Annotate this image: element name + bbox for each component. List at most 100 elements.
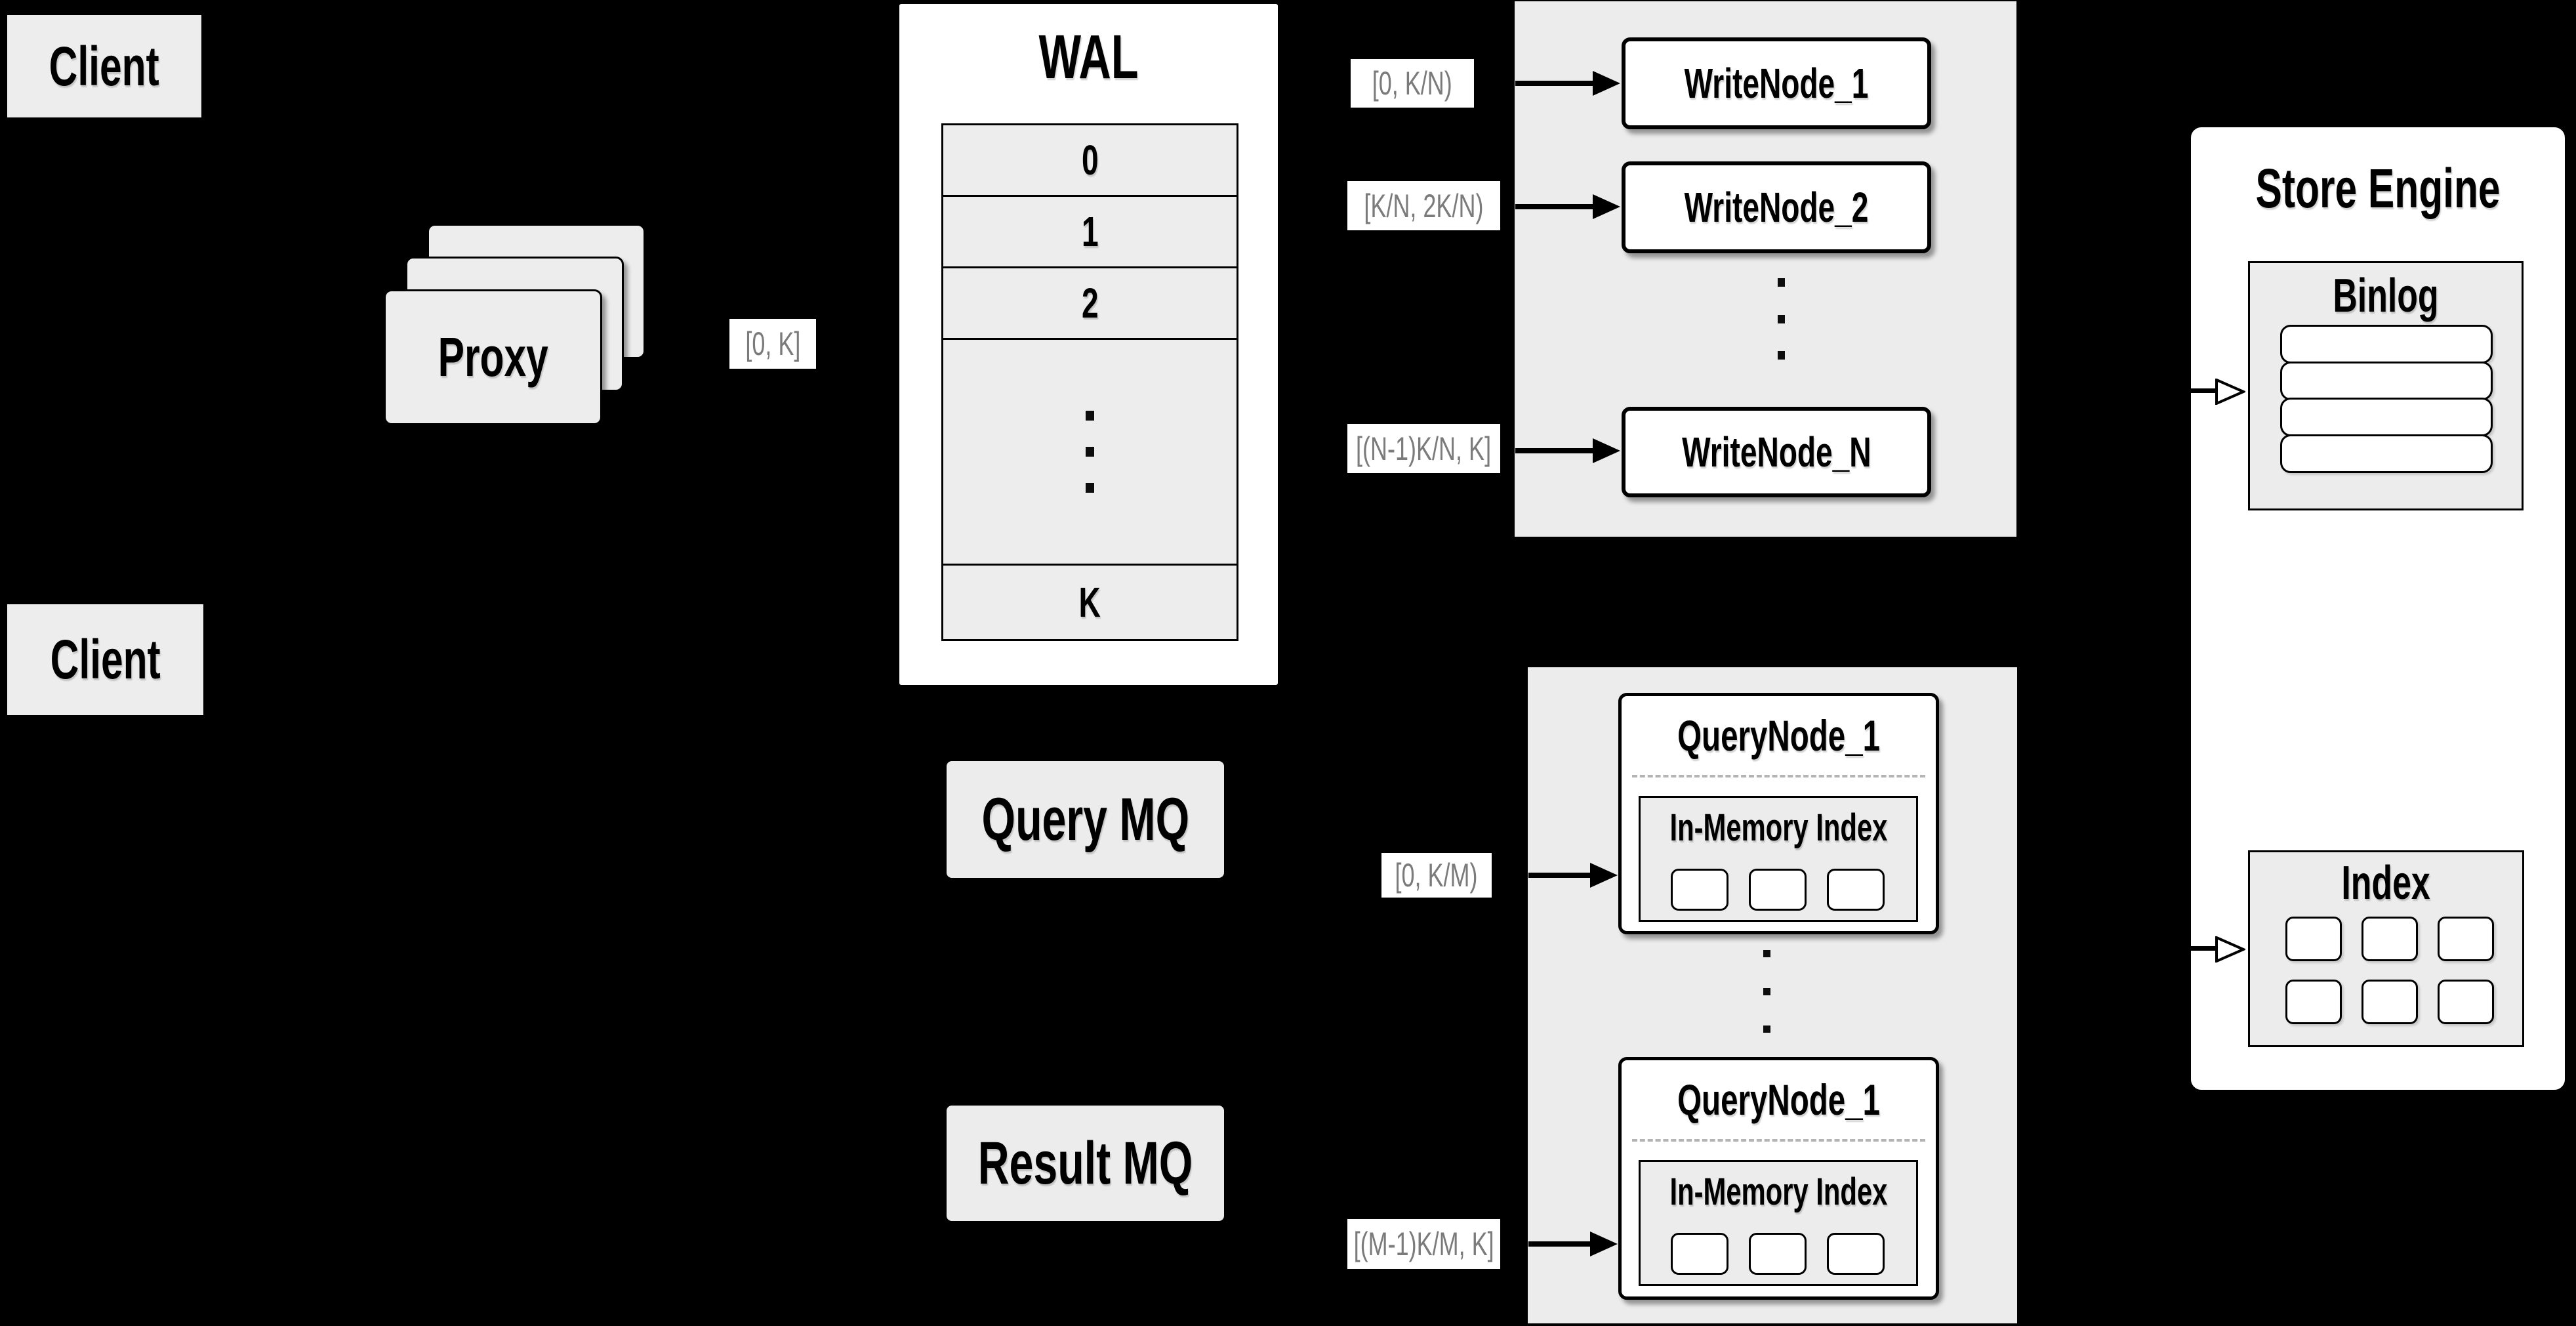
query-node-top: QueryNode_1 In-Memory Index	[1618, 693, 1939, 934]
arrow-shaft-to-querynode-top	[1528, 873, 1590, 878]
ellipsis-dot	[1086, 447, 1094, 457]
range-label-text: [0, K/M)	[1395, 857, 1479, 894]
index-cell	[1827, 869, 1885, 911]
proxy-box: Proxy	[384, 289, 602, 425]
binlog-title-text: Binlog	[2333, 270, 2439, 322]
open-arrowhead-to-binlog	[2215, 379, 2245, 405]
client-box-top: Client	[5, 13, 203, 119]
wal-segment-row: K	[941, 564, 1238, 641]
range-label-writenode-1: [0, K/N)	[1351, 59, 1474, 108]
query-node-title-text: QueryNode_1	[1677, 1075, 1880, 1124]
arrowhead-to-querynode-bottom	[1590, 1232, 1618, 1256]
index-cell	[1671, 869, 1728, 911]
binlog-title: Binlog	[2250, 267, 2522, 325]
in-memory-index-title: In-Memory Index	[1641, 803, 1916, 852]
write-node-label: WriteNode_1	[1684, 60, 1869, 107]
in-memory-index-cells	[1671, 869, 1885, 911]
wal-segment-text: 0	[1081, 136, 1099, 184]
range-label-text: [0, K]	[745, 325, 801, 362]
ellipsis-dot	[1777, 351, 1785, 360]
binlog-row	[2280, 361, 2493, 400]
wal-segment-row: 2	[941, 266, 1238, 340]
query-mq-box: Query MQ	[947, 761, 1224, 878]
ellipsis-dot	[1763, 1026, 1770, 1033]
wal-segment-table: 0 1 2 K	[941, 123, 1238, 641]
binlog-rows	[2280, 325, 2493, 473]
index-cell	[2438, 917, 2494, 961]
in-memory-index-title-text: In-Memory Index	[1669, 1170, 1887, 1213]
ellipsis-dot	[1777, 314, 1785, 323]
in-memory-index-box: In-Memory Index	[1639, 1160, 1918, 1286]
ellipsis-dot	[1763, 950, 1770, 957]
wal-segment-text: 1	[1081, 208, 1099, 255]
query-node-title: QueryNode_1	[1622, 703, 1936, 768]
proxy-label: Proxy	[438, 326, 548, 388]
write-node-1: WriteNode_1	[1622, 37, 1931, 129]
ellipsis-dot	[1086, 411, 1094, 421]
wal-ellipsis-row	[941, 337, 1238, 566]
arrowhead-to-writenode-2	[1593, 194, 1620, 219]
index-cell	[1827, 1233, 1885, 1275]
client-label: Client	[50, 629, 161, 690]
in-memory-index-title: In-Memory Index	[1641, 1167, 1916, 1216]
wal-title: WAL	[897, 16, 1280, 98]
range-label-querynode-bottom: [(M-1)K/M, K]	[1347, 1219, 1500, 1269]
client-label: Client	[49, 35, 160, 97]
index-title: Index	[2250, 855, 2522, 911]
binlog-row	[2280, 398, 2493, 436]
query-mq-label: Query MQ	[981, 785, 1189, 853]
index-cell	[1671, 1233, 1728, 1275]
wal-segment-row: 1	[941, 194, 1238, 269]
store-engine-title-text: Store Engine	[2255, 157, 2501, 219]
ellipsis-dot	[1777, 278, 1785, 287]
binlog-box: Binlog	[2248, 261, 2524, 510]
arrow-shaft-to-writenode-n	[1515, 448, 1593, 453]
dashed-divider	[1632, 775, 1925, 777]
open-arrowhead-to-index	[2215, 936, 2245, 963]
wal-segment-text: 2	[1081, 280, 1099, 327]
arrow-shaft-to-writenode-2	[1515, 204, 1593, 209]
range-label-text: [K/N, 2K/N)	[1364, 187, 1484, 224]
write-node-label: WriteNode_N	[1681, 428, 1871, 476]
arrowhead-to-writenode-n	[1593, 438, 1620, 463]
index-box: Index	[2248, 850, 2524, 1047]
query-node-bottom: QueryNode_1 In-Memory Index	[1618, 1057, 1939, 1300]
query-node-title: QueryNode_1	[1622, 1067, 1936, 1132]
wal-segment-row: 0	[941, 123, 1238, 197]
write-node-label: WriteNode_2	[1684, 184, 1869, 231]
range-label-proxy-to-wal: [0, K]	[729, 319, 816, 369]
index-cell	[2285, 917, 2342, 961]
in-memory-index-box: In-Memory Index	[1639, 796, 1918, 922]
arrow-shaft-to-querynode-bottom	[1528, 1241, 1590, 1247]
result-mq-label: Result MQ	[977, 1129, 1193, 1197]
binlog-row	[2280, 325, 2493, 363]
write-node-n: WriteNode_N	[1622, 407, 1931, 497]
range-label-querynode-top: [0, K/M)	[1381, 853, 1492, 898]
index-cell	[1749, 869, 1807, 911]
range-label-text: [(M-1)K/M, K]	[1353, 1226, 1494, 1262]
query-node-vertical-ellipsis	[1758, 950, 1775, 1033]
query-node-title-text: QueryNode_1	[1677, 711, 1880, 760]
wal-segment-text: K	[1078, 579, 1101, 626]
result-mq-box: Result MQ	[947, 1106, 1224, 1221]
range-label-writenode-n: [(N-1)K/N, K]	[1347, 424, 1500, 473]
index-title-text: Index	[2341, 857, 2431, 909]
index-cell	[2361, 980, 2418, 1024]
wal-title-text: WAL	[1038, 22, 1139, 92]
range-label-text: [0, K/N)	[1372, 65, 1453, 102]
in-memory-index-cells	[1671, 1233, 1885, 1275]
in-memory-index-title-text: In-Memory Index	[1669, 806, 1887, 849]
write-node-vertical-ellipsis	[1772, 278, 1789, 360]
arrow-shaft-to-index	[2190, 946, 2215, 951]
index-cell	[1749, 1233, 1807, 1275]
index-cell	[2285, 980, 2342, 1024]
range-label-writenode-2: [K/N, 2K/N)	[1347, 181, 1500, 230]
ellipsis-dot	[1763, 987, 1770, 995]
ellipsis-dot	[1086, 483, 1094, 493]
index-cells	[2285, 917, 2494, 1024]
range-label-text: [(N-1)K/N, K]	[1356, 430, 1492, 467]
arrowhead-to-querynode-top	[1590, 863, 1618, 888]
index-cell	[2361, 917, 2418, 961]
arrowhead-to-writenode-1	[1593, 71, 1620, 96]
